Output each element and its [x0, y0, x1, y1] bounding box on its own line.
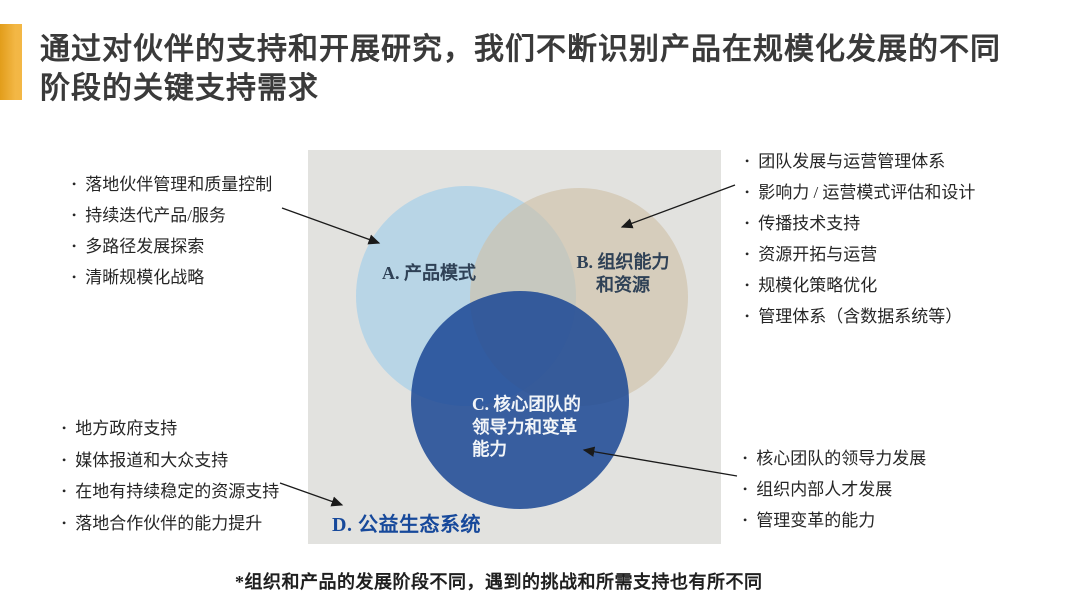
bullet-icon: •: [745, 185, 750, 199]
list-item-text: 影响力 / 运营模式评估和设计: [758, 183, 976, 202]
bullet-icon: •: [72, 270, 77, 284]
circle-a-label: A. 产品模式: [382, 263, 476, 283]
list-item: • 影响力 / 运营模式评估和设计: [745, 177, 975, 208]
list-item-text: 团队发展与运营管理体系: [758, 152, 946, 171]
list-item: • 核心团队的领导力发展: [743, 443, 926, 474]
bullet-icon: •: [745, 309, 750, 323]
list-item-text: 持续迭代产品/服务: [85, 206, 226, 225]
bullet-icon: •: [743, 482, 748, 496]
list-item-text: 组织内部人才发展: [756, 480, 893, 499]
circle-c-label-line3: 能力: [472, 439, 507, 459]
list-item-text: 管理变革的能力: [756, 511, 876, 530]
box-d-label: D. 公益生态系统: [332, 514, 481, 536]
list-item-text: 地方政府支持: [75, 419, 178, 438]
list-item: • 在地有持续稳定的资源支持: [62, 476, 279, 508]
circle-c-label-line1: C. 核心团队的: [472, 394, 581, 414]
circle-c-label-line2: 领导力和变革: [472, 416, 577, 437]
list-item-text: 资源开拓与运营: [758, 245, 878, 264]
list-product-model-needs: • 落地伙伴管理和质量控制 • 持续迭代产品/服务 • 多路径发展探索 • 清晰规模化战略: [72, 169, 272, 293]
bullet-icon: •: [62, 452, 67, 467]
venn-diagram-box: A. 产品模式 B. 组织能力 和资源 C. 核心团队的 领导力和变革 能力 D…: [308, 150, 721, 544]
list-item: • 媒体报道和大众支持: [62, 445, 279, 477]
bullet-icon: •: [743, 451, 748, 465]
circle-b-label: B. 组织能力 和资源: [558, 251, 688, 297]
bullet-icon: •: [72, 208, 77, 222]
page-title-line1: 通过对伙伴的支持和开展研究，我们不断识别产品在规模化发展的不同: [40, 33, 1001, 66]
list-item: • 管理体系（含数据系统等）: [745, 301, 975, 332]
list-item-text: 管理体系（含数据系统等）: [758, 307, 963, 326]
list-item-text: 核心团队的领导力发展: [756, 449, 927, 468]
list-org-capability-needs: • 团队发展与运营管理体系 • 影响力 / 运营模式评估和设计 • 传播技术支持 • 资源开拓…: [745, 146, 975, 332]
list-item: • 持续迭代产品/服务: [72, 200, 272, 231]
bullet-icon: •: [743, 513, 748, 527]
list-item: • 管理变革的能力: [743, 505, 926, 536]
list-ecosystem-needs: • 地方政府支持 • 媒体报道和大众支持 • 在地有持续稳定的资源支持 • 落地合作伙伴的能力…: [62, 413, 279, 539]
list-item: • 落地伙伴管理和质量控制: [72, 169, 272, 200]
list-item: • 落地合作伙伴的能力提升: [62, 508, 279, 540]
list-item: • 团队发展与运营管理体系: [745, 146, 975, 177]
bullet-icon: •: [745, 216, 750, 230]
list-core-team-needs: • 核心团队的领导力发展 • 组织内部人才发展 • 管理变革的能力: [743, 443, 926, 536]
circle-b-label-line1: B. 组织能力: [576, 252, 670, 272]
footnote: *组织和产品的发展阶段不同，遇到的挑战和所需支持也有所不同: [235, 572, 763, 592]
list-item: • 地方政府支持: [62, 413, 279, 445]
list-item: • 规模化策略优化: [745, 270, 975, 301]
list-item-text: 传播技术支持: [758, 214, 861, 233]
circle-c-label: C. 核心团队的 领导力和变革 能力: [472, 393, 581, 461]
bullet-icon: •: [745, 278, 750, 292]
list-item-text: 落地伙伴管理和质量控制: [85, 175, 273, 194]
bullet-icon: •: [72, 177, 77, 191]
bullet-icon: •: [745, 247, 750, 261]
list-item: • 资源开拓与运营: [745, 239, 975, 270]
bullet-icon: •: [62, 484, 67, 498]
list-item-text: 落地合作伙伴的能力提升: [75, 513, 263, 533]
bullet-icon: •: [745, 154, 750, 168]
bullet-icon: •: [62, 515, 67, 530]
bullet-icon: •: [72, 239, 77, 253]
page-title: 通过对伙伴的支持和开展研究，我们不断识别产品在规模化发展的不同 阶段的关键支持需…: [40, 30, 1060, 108]
list-item: • 清晰规模化战略: [72, 262, 272, 293]
list-item-text: 清晰规模化战略: [85, 268, 205, 287]
list-item-text: 规模化策略优化: [758, 276, 878, 295]
page-title-line2: 阶段的关键支持需求: [40, 72, 319, 105]
list-item-text: 多路径发展探索: [85, 237, 205, 256]
circle-b-label-line2: 和资源: [596, 275, 650, 295]
list-item-text: 媒体报道和大众支持: [75, 450, 229, 470]
title-accent-bar: [0, 24, 22, 100]
list-item: • 多路径发展探索: [72, 231, 272, 262]
list-item: • 传播技术支持: [745, 208, 975, 239]
list-item: • 组织内部人才发展: [743, 474, 926, 505]
list-item-text: 在地有持续稳定的资源支持: [75, 482, 280, 501]
bullet-icon: •: [62, 421, 67, 435]
